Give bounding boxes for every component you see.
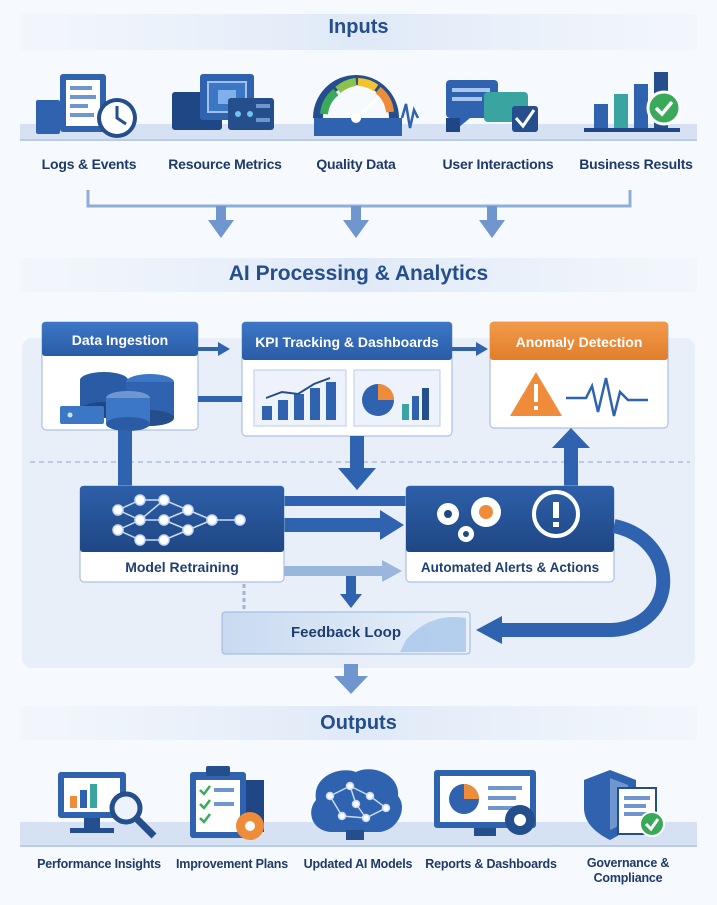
anomaly-detection-label: Anomaly Detection — [515, 334, 643, 350]
gauge-icon — [313, 75, 420, 136]
warning-triangle-icon — [510, 372, 562, 416]
inputs-title: Inputs — [328, 16, 389, 38]
shield-document-icon — [584, 770, 665, 840]
kpi-tracking-label: KPI Tracking & Dashboards — [255, 334, 439, 350]
model-retraining-label: Model Retraining — [125, 559, 239, 575]
output-label-models: Updated AI Models — [303, 857, 413, 871]
processing-title: AI Processing & Analytics — [228, 262, 489, 285]
monitor-magnifier-icon — [58, 772, 157, 839]
brain-network-icon — [311, 769, 402, 840]
gears-alert-icon — [437, 490, 580, 542]
chip-server-icon — [172, 74, 274, 130]
outputs-title: Outputs — [320, 712, 397, 734]
data-ingestion-label: Data Ingestion — [71, 332, 169, 348]
clipboard-gear-icon — [190, 766, 264, 840]
monitor-pie-gear-icon — [434, 770, 536, 836]
logs-clock-icon — [36, 74, 137, 138]
feedback-loop-label: Feedback Loop — [290, 624, 402, 641]
input-label-quality: Quality Data — [316, 156, 396, 172]
input-label-user: User Interactions — [442, 156, 554, 172]
output-label-insights: Performance Insights — [37, 857, 161, 871]
automated-alerts-label: Automated Alerts & Actions — [420, 560, 600, 575]
output-label-plans: Improvement Plans — [176, 857, 288, 871]
input-label-resource: Resource Metrics — [168, 156, 282, 172]
bar-chart-check-icon — [584, 72, 682, 132]
output-label-governance: Governance & Compliance — [586, 856, 670, 885]
input-label-logs: Logs & Events — [41, 156, 137, 172]
chat-bubbles-icon — [446, 80, 538, 132]
neural-network-icon — [112, 494, 246, 546]
database-icon — [60, 372, 174, 431]
line-bar-chart-icon — [253, 369, 347, 427]
pie-bar-chart-icon — [353, 369, 441, 427]
output-label-reports: Reports & Dashboards — [425, 857, 557, 871]
input-label-business: Business Results — [579, 156, 693, 172]
signal-wave-icon — [566, 377, 648, 417]
